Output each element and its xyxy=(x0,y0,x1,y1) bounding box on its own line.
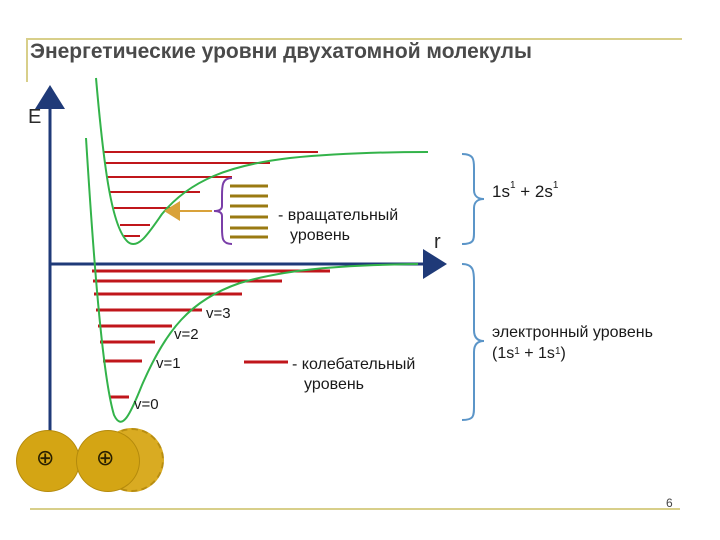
upper-state-text: 1s xyxy=(492,182,510,201)
vibrational-label-v2: v=2 xyxy=(174,326,199,343)
lower-state-config: (1s1 + 1s1) xyxy=(492,343,653,364)
rotational-levels xyxy=(230,186,268,237)
rotational-legend-line2: уровень xyxy=(278,226,398,246)
lower-state-open: (1s xyxy=(492,345,514,362)
rotational-legend-line1: - вращательный xyxy=(278,206,398,226)
distance-axis-label: r xyxy=(434,231,441,254)
upper-state-sup2: 1 xyxy=(553,180,559,191)
vibrational-label-v3: v=3 xyxy=(206,305,231,322)
upper-state-mid: + 2s xyxy=(516,182,553,201)
rotational-legend-label: - вращательный уровень xyxy=(278,206,398,246)
vibrational-legend-line1: - колебательный xyxy=(292,355,415,375)
lower-state-title: электронный уровень xyxy=(492,322,653,343)
bottom-rule xyxy=(30,508,680,510)
vibrational-legend-line2: уровень xyxy=(292,375,415,395)
upper-state-sup1: 1 xyxy=(510,180,516,191)
energy-axis-label: E xyxy=(28,106,41,129)
lower-state-sup1: 1 xyxy=(514,346,520,357)
page-number: 6 xyxy=(666,496,673,510)
nucleus-right-plus-icon: ⊕ xyxy=(96,448,114,470)
lower-state-brace xyxy=(462,264,484,420)
lower-state-sup2: 1 xyxy=(555,346,561,357)
lower-state-close: ) xyxy=(561,345,566,362)
nucleus-left-plus-icon: ⊕ xyxy=(36,448,54,470)
vibrational-legend-label: - колебательный уровень xyxy=(292,355,415,395)
lower-state-mid: + 1s xyxy=(520,345,555,362)
lower-state-label: электронный уровень (1s1 + 1s1) xyxy=(492,322,653,364)
vibrational-label-v1: v=1 xyxy=(156,355,181,372)
upper-state-label: 1s1 + 2s1 xyxy=(492,182,558,202)
rotational-brace xyxy=(214,178,232,244)
vibrational-label-v0: v=0 xyxy=(134,396,159,413)
upper-state-brace xyxy=(462,154,484,244)
